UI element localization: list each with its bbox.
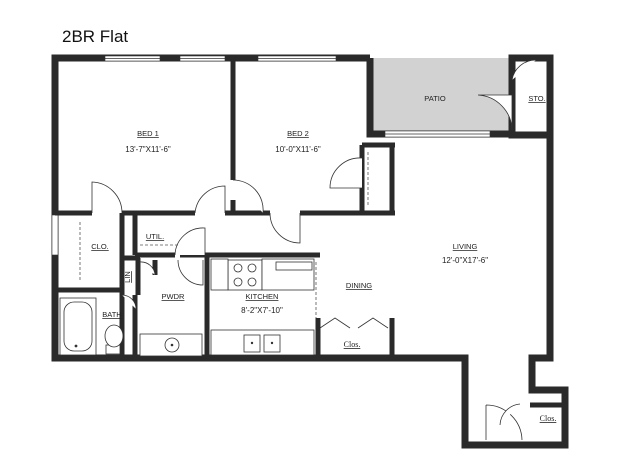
bathtub	[59, 297, 97, 356]
door-bed1-hall	[194, 185, 226, 214]
shelving	[79, 152, 369, 282]
window-top-bed2	[257, 55, 337, 62]
kitchen-counter-top	[210, 258, 315, 291]
label-sto: STO.	[528, 94, 545, 103]
label-lin: LIN	[123, 271, 132, 283]
door-pwdr	[177, 259, 204, 286]
door-sto	[511, 59, 537, 81]
label-pwdr: PWDR	[162, 292, 185, 301]
window-left	[51, 214, 59, 256]
label-kitchen: KITCHEN	[246, 292, 279, 301]
label-dining: DINING	[346, 281, 372, 290]
dims-living: 12'-0"X17'-6"	[442, 256, 488, 265]
door-entry	[485, 403, 523, 441]
kitchen-counter-bottom	[210, 329, 315, 356]
patio-slider	[384, 130, 491, 138]
door-bed2	[269, 212, 301, 244]
door-bed2-hall	[232, 179, 264, 214]
label-clos-entry: Clos.	[540, 414, 557, 423]
dims-kitchen: 8'-2"X7'-10"	[241, 306, 283, 315]
toilet	[104, 324, 124, 355]
dims-bed1: 13'-7"X11'-6"	[125, 145, 171, 154]
label-bed2: BED 2	[287, 129, 309, 138]
pwdr-sink	[139, 333, 203, 357]
door-lin	[139, 261, 156, 276]
label-clos-kitchen: Clos.	[344, 340, 361, 349]
window-top-bed1	[104, 55, 226, 62]
dims-bed2: 10'-0"X11'-6"	[275, 145, 321, 154]
label-util: UTIL.	[146, 232, 164, 241]
door-patio	[477, 94, 513, 131]
plan-title: 2BR Flat	[62, 27, 129, 46]
door-util	[174, 227, 206, 256]
label-clo: CLO.	[91, 242, 109, 251]
door-bed2-closet	[329, 157, 363, 189]
label-bath: BATH	[102, 310, 121, 319]
label-living: LIVING	[453, 242, 478, 251]
door-kitchen-clos	[319, 317, 389, 329]
label-patio: PATIO	[424, 94, 446, 103]
door-bed1	[91, 181, 123, 214]
label-bed1: BED 1	[137, 129, 159, 138]
interior-walls	[55, 58, 395, 358]
stove	[227, 259, 263, 291]
door-bath	[121, 294, 137, 310]
